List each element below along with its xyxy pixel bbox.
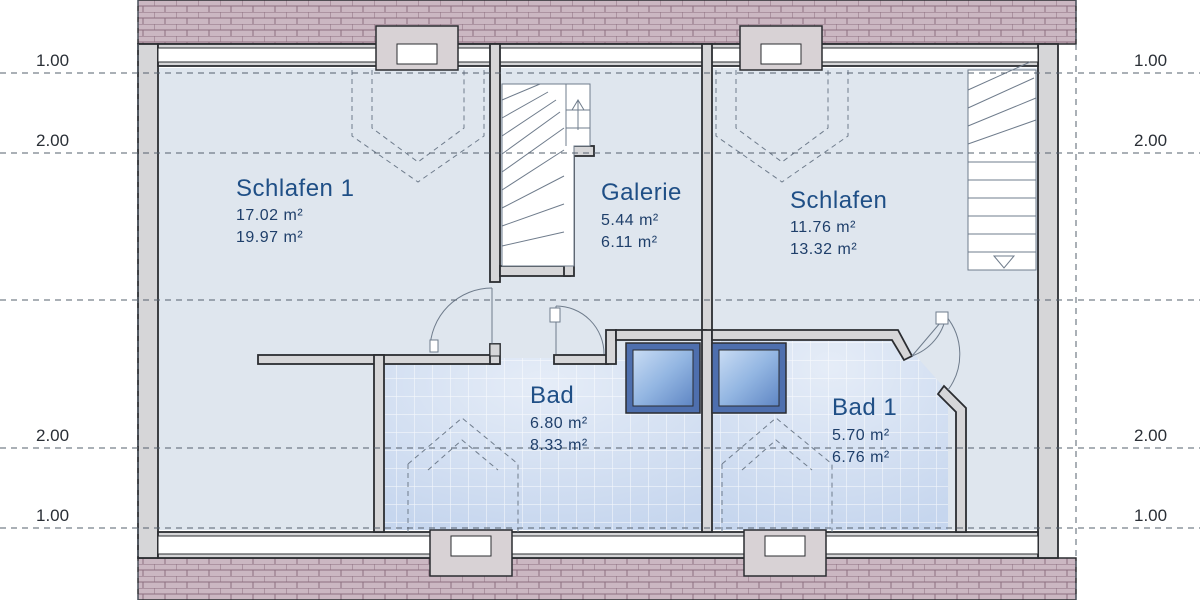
room-galerie: Galerie 5.44 m² 6.11 m² — [601, 179, 682, 251]
room-area-2: 8.33 m² — [530, 437, 588, 454]
level-label-right-3: 2.00 — [1134, 426, 1167, 445]
room-area-2: 19.97 m² — [236, 229, 303, 246]
room-bad1: Bad 1 5.70 m² 6.76 m² — [832, 394, 897, 466]
room-area-1: 5.44 m² — [601, 212, 659, 229]
chimneys — [375, 25, 827, 577]
room-area-2: 6.11 m² — [601, 234, 658, 251]
level-label-left-1: 1.00 — [36, 51, 69, 70]
room-area-1: 5.70 m² — [832, 427, 890, 444]
level-label-right-1: 1.00 — [1134, 51, 1167, 70]
room-area-1: 17.02 m² — [236, 207, 303, 224]
room-area-1: 11.76 m² — [790, 219, 856, 236]
room-name: Schlafen 1 — [236, 175, 354, 202]
roof-bottom — [137, 557, 1077, 600]
room-name: Schlafen — [790, 187, 887, 214]
room-area-2: 6.76 m² — [832, 449, 890, 466]
shower-bad1 — [711, 342, 787, 414]
room-schlafen: Schlafen 11.76 m² 13.32 m² — [790, 187, 887, 258]
level-label-left-4: 1.00 — [36, 506, 69, 525]
dormer-markings — [351, 70, 849, 532]
level-label-right-2: 2.00 — [1134, 131, 1167, 150]
level-label-left-3: 2.00 — [36, 426, 69, 445]
room-bad: Bad 6.80 m² 8.33 m² — [530, 382, 588, 454]
roof-top — [137, 0, 1077, 45]
room-schlafen1: Schlafen 1 17.02 m² 19.97 m² — [236, 175, 354, 246]
room-area-2: 13.32 m² — [790, 241, 857, 258]
staircase-galerie — [501, 83, 591, 267]
interior-walls — [257, 43, 967, 533]
door-bad — [549, 305, 605, 355]
shower-bad — [625, 342, 701, 414]
room-name: Galerie — [601, 179, 682, 206]
staircase-schlafen — [967, 61, 1037, 271]
level-label-left-2: 2.00 — [36, 131, 69, 150]
door-schlafen1 — [429, 287, 501, 357]
door-bad1 — [911, 311, 961, 391]
room-name: Bad 1 — [832, 394, 897, 421]
room-name: Bad — [530, 382, 574, 409]
room-area-1: 6.80 m² — [530, 415, 588, 432]
level-label-right-4: 1.00 — [1134, 506, 1167, 525]
